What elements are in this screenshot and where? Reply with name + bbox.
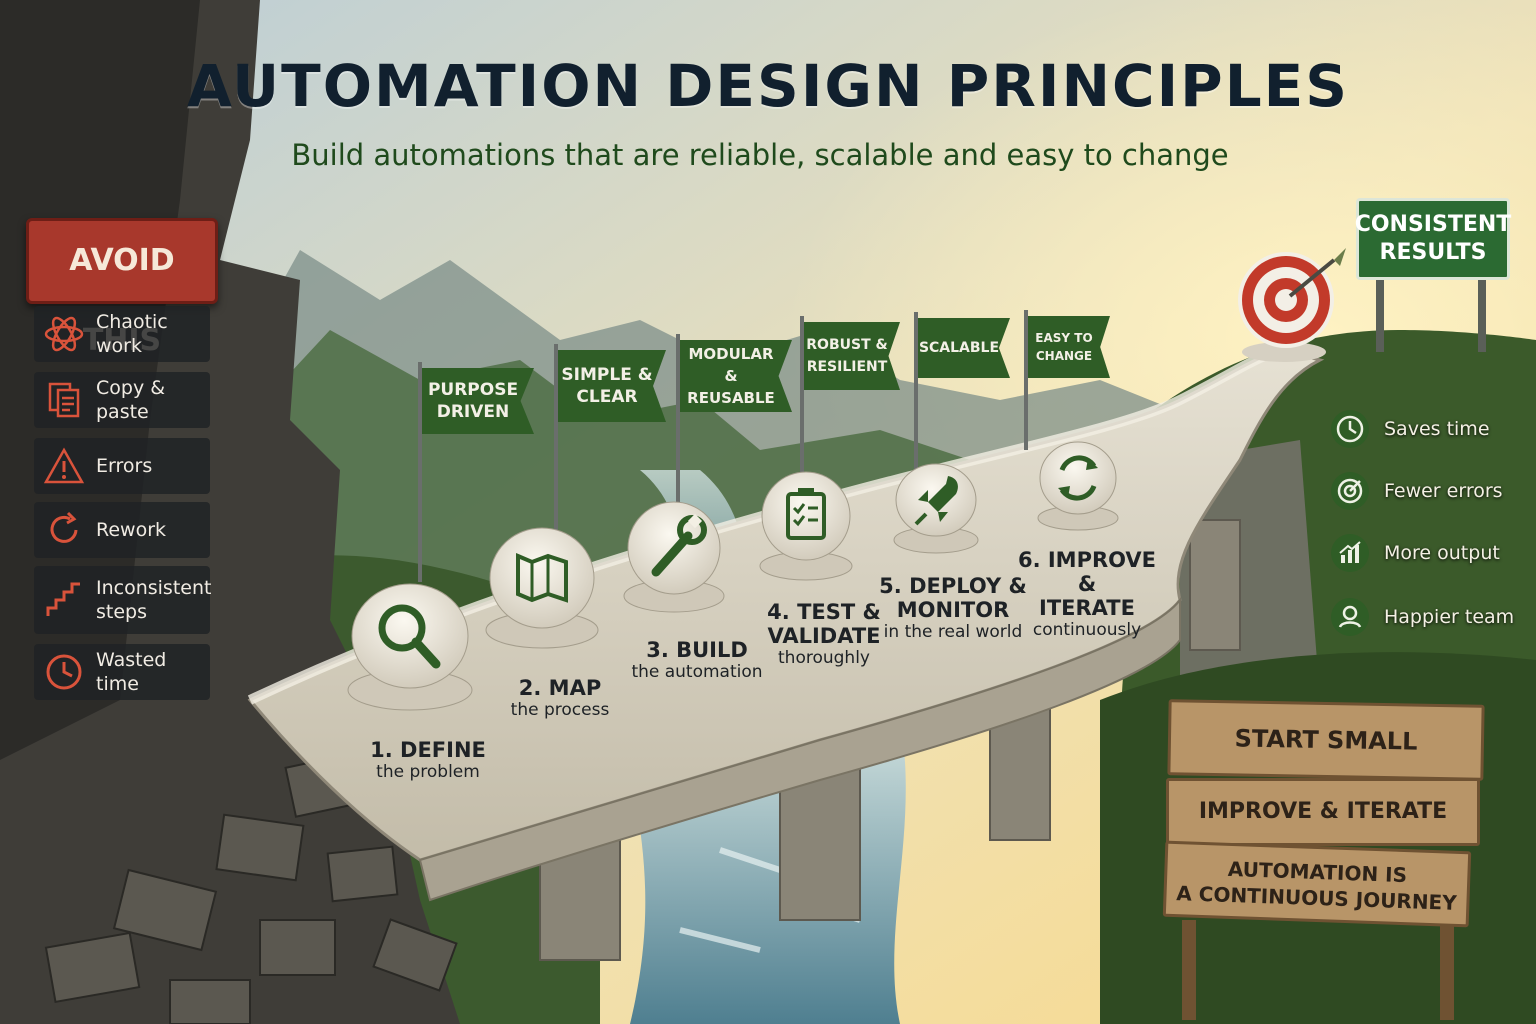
avoid-item-label: Copy & paste <box>96 377 166 423</box>
flag-pole <box>676 334 680 504</box>
step-2-map: 2. MAP the process <box>490 676 630 720</box>
page-title: AUTOMATION DESIGN PRINCIPLES <box>186 52 1350 120</box>
team-icon <box>1331 598 1369 636</box>
wood-sign-continuous-journey: AUTOMATION IS A CONTINUOUS JOURNEY <box>1162 840 1472 928</box>
refresh-icon <box>50 511 78 543</box>
step-title: 6. IMPROVE & <box>1017 548 1157 596</box>
step-title: 4. TEST & <box>767 600 881 624</box>
step-3-build: 3. BUILD the automation <box>622 638 772 682</box>
avoid-item-label-line1: Inconsistent <box>96 577 212 599</box>
flag-label-line1: SIMPLE & <box>561 365 653 385</box>
step-title: 5. DEPLOY & <box>879 574 1027 598</box>
map-icon <box>485 527 599 649</box>
step-4-test-validate: 4. TEST & VALIDATE thoroughly <box>754 600 894 668</box>
step-title: 1. DEFINE <box>370 738 486 762</box>
target-icon <box>1238 248 1346 362</box>
cycle-arrows-icon <box>1037 441 1119 531</box>
benefit-fewer-errors: Fewer errors <box>1330 468 1524 514</box>
wrench-icon <box>623 501 725 613</box>
flag-label-line2: REUSABLE <box>687 389 775 407</box>
step-description: thoroughly <box>778 648 870 668</box>
flag-label-line1: PURPOSE <box>427 380 519 400</box>
flag-label-line2: CLEAR <box>576 387 638 407</box>
flag-label-line2: CHANGE <box>1035 349 1093 363</box>
avoid-item-rework: Rework <box>34 502 210 558</box>
wood-sign-line: A CONTINUOUS JOURNEY <box>1175 881 1458 915</box>
step-6-improve-iterate: 6. IMPROVE & ITERATE continuously <box>1012 548 1162 640</box>
step-description: in the real world <box>883 622 1023 642</box>
step-1-define: 1. DEFINE the problem <box>358 738 498 782</box>
flag-cloth: EASY TO CHANGE <box>1028 316 1110 378</box>
avoid-item-label: Wasted time <box>96 649 167 695</box>
flag-label-line2: DRIVEN <box>436 402 510 422</box>
goal-label-line1: CONSISTENT <box>1354 212 1512 237</box>
wood-sign-line: AUTOMATION IS <box>1227 856 1408 888</box>
atom-icon <box>44 316 84 352</box>
benefit-saves-time: Saves time <box>1330 406 1524 452</box>
target-check-icon <box>1331 472 1369 510</box>
step-title: 2. MAP <box>518 676 602 700</box>
step-description: continuously <box>1032 620 1142 640</box>
wood-sign-line: IMPROVE & ITERATE <box>1198 799 1448 824</box>
step-5-deploy-monitor: 5. DEPLOY & MONITOR in the real world <box>878 574 1028 642</box>
step-title-line2: MONITOR <box>896 598 1010 622</box>
avoid-item-label: Errors <box>96 455 153 477</box>
magnifier-icon <box>347 583 473 711</box>
flag-pole <box>800 316 804 486</box>
benefit-more-output: More output <box>1330 530 1524 576</box>
page-subtitle: Build automations that are reliable, sca… <box>291 138 1229 172</box>
benefit-label: Fewer errors <box>1384 480 1503 502</box>
stairs-icon <box>46 582 80 616</box>
avoid-item-wasted-time: Wasted time <box>34 644 210 700</box>
benefit-label: Saves time <box>1384 418 1490 440</box>
clipboard-check-icon <box>759 471 853 581</box>
flag-label-line2: RESILIENT <box>806 359 888 375</box>
step-title-line2: VALIDATE <box>767 624 881 648</box>
flag-pole <box>418 362 422 582</box>
step-title: 3. BUILD <box>646 638 748 662</box>
wood-sign-improve-iterate: IMPROVE & ITERATE <box>1166 778 1480 846</box>
benefit-happier-team: Happier team <box>1330 594 1524 640</box>
flag-label-line1: SCALABLE <box>918 340 1000 356</box>
clock-icon <box>1331 410 1369 448</box>
avoid-item-errors: Errors <box>34 438 210 494</box>
flag-cloth: SCALABLE <box>918 318 1010 378</box>
avoid-item-chaotic-work: Chaotic work <box>34 306 210 362</box>
rocket-icon <box>893 463 979 554</box>
flag-cloth: ROBUST & RESILIENT <box>804 322 900 390</box>
document-copy-icon <box>48 382 80 418</box>
flag-pole <box>914 312 918 472</box>
benefit-label: More output <box>1384 542 1500 564</box>
flag-pole <box>1024 310 1028 450</box>
flag-cloth: MODULAR & REUSABLE <box>680 340 792 412</box>
wood-sign-start-small: START SMALL <box>1167 699 1485 781</box>
avoid-item-label-line2: steps <box>96 601 147 623</box>
flag-label-line1: MODULAR & <box>688 345 774 385</box>
warning-icon <box>43 447 85 484</box>
benefit-label: Happier team <box>1384 606 1515 628</box>
flag-label-line1: ROBUST & <box>806 337 888 353</box>
wood-sign-line: START SMALL <box>1234 724 1418 756</box>
step-description: the problem <box>376 762 480 782</box>
clock-icon <box>46 654 82 690</box>
bar-chart-icon <box>1331 534 1369 572</box>
flag-cloth: SIMPLE &CLEAR <box>558 350 666 422</box>
avoid-item-label: Rework <box>96 519 167 541</box>
step-description: the automation <box>631 662 763 682</box>
avoid-item-copy-paste: Copy & paste <box>34 372 210 428</box>
step-description: the process <box>510 700 610 720</box>
goal-label-line2: RESULTS <box>1379 240 1487 265</box>
consistent-results-sign: CONSISTENT RESULTS <box>1354 198 1512 280</box>
step-title-line2: ITERATE <box>1039 596 1135 620</box>
flag-pole <box>554 344 558 554</box>
flag-label-line1: EASY TO <box>1035 331 1093 345</box>
avoid-item-label: Chaotic work <box>96 311 168 357</box>
